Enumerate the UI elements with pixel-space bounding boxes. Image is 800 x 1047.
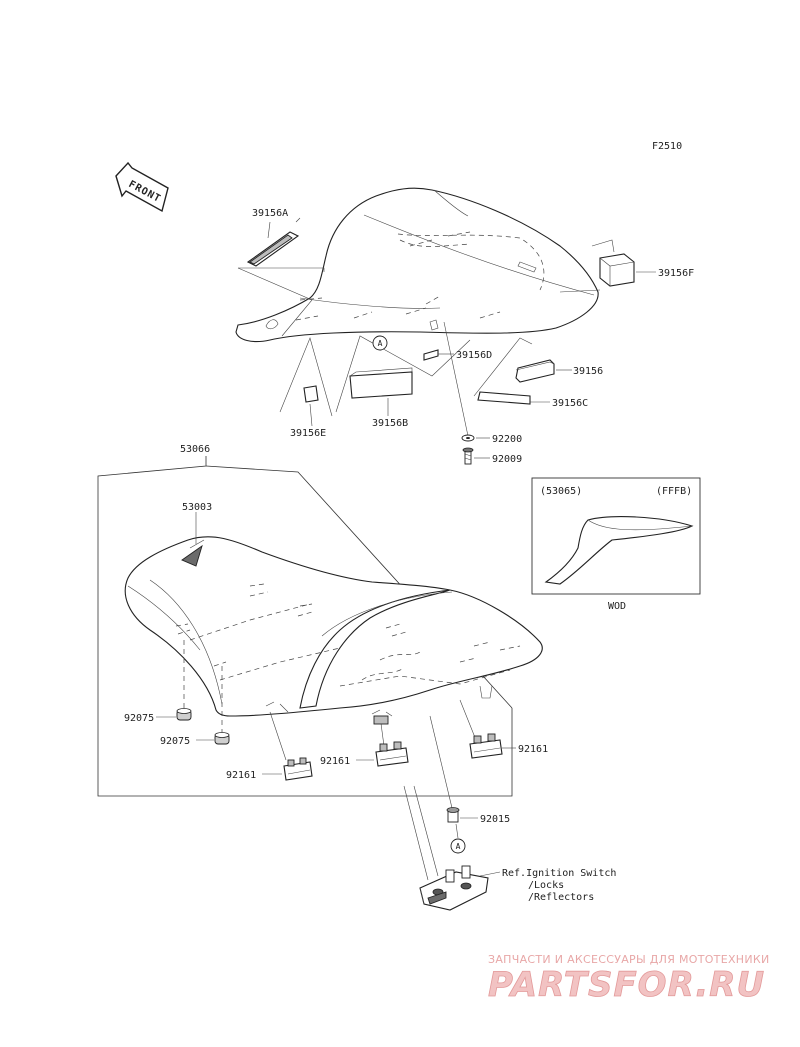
label-92009: 92009 <box>492 454 522 465</box>
svg-text:A: A <box>456 842 461 851</box>
label-39156e: 39156E <box>290 428 326 439</box>
damper-insert-center <box>373 715 389 725</box>
label-39156d: 39156D <box>456 350 492 361</box>
damper-92161-right[interactable] <box>469 733 503 759</box>
circle-a-upper: A <box>372 335 388 351</box>
collar-92015[interactable] <box>446 807 460 823</box>
inset-caption: WOD <box>608 601 626 612</box>
clip-39156d[interactable] <box>423 319 439 361</box>
label-92161-left: 92161 <box>226 770 256 781</box>
pad-39156c[interactable] <box>477 391 531 405</box>
bolt-92009[interactable] <box>462 447 474 465</box>
ref-line-3: /Reflectors <box>528 892 594 903</box>
pad-39156[interactable] <box>515 359 555 383</box>
grommet-92075-1[interactable] <box>176 708 192 721</box>
damper-92161-center[interactable] <box>375 741 409 767</box>
label-92200: 92200 <box>492 434 522 445</box>
inset-box: (53065) (FFFB) WOD <box>531 477 701 612</box>
ref-line-1: Ref.Ignition Switch <box>502 868 616 879</box>
lock-bracket[interactable] <box>419 865 489 911</box>
label-39156: 39156 <box>573 366 603 377</box>
label-39156f: 39156F <box>658 268 694 279</box>
seat-53003[interactable] <box>124 536 543 717</box>
ref-line-2: /Locks <box>528 880 564 891</box>
grommet-92075-2[interactable] <box>214 732 230 745</box>
label-39156c: 39156C <box>552 398 588 409</box>
label-39156b: 39156B <box>372 418 408 429</box>
label-92075-1: 92075 <box>124 713 154 724</box>
circle-a-lower: A <box>450 838 466 854</box>
label-53066: 53066 <box>180 444 210 455</box>
watermark-subtitle: ЗАПЧАСТИ И АКСЕССУАРЫ ДЛЯ МОТОТЕХНИКИ <box>488 953 770 966</box>
label-53003: 53003 <box>182 502 212 513</box>
front-arrow-icon: FRONT <box>115 161 169 213</box>
svg-text:A: A <box>378 339 383 348</box>
label-92015: 92015 <box>480 814 510 825</box>
seat-cover-rear[interactable] <box>235 187 599 343</box>
figure-code: F2510 <box>652 141 682 152</box>
washer-92200[interactable] <box>461 434 475 442</box>
watermark: ЗАПЧАСТИ И АКСЕССУАРЫ ДЛЯ МОТОТЕХНИКИ PA… <box>488 953 770 1005</box>
watermark-brand: PARTSFOR.RU <box>488 965 765 1005</box>
pad-39156e[interactable] <box>303 385 319 403</box>
label-92161-center: 92161 <box>320 756 350 767</box>
damper-92161-left[interactable] <box>283 757 313 781</box>
pad-39156a[interactable] <box>246 231 300 267</box>
label-92161-right: 92161 <box>518 744 548 755</box>
inset-color-code: (FFFB) <box>656 486 692 497</box>
inset-part: (53065) <box>540 486 582 497</box>
pad-39156b[interactable] <box>349 367 413 399</box>
label-39156a: 39156A <box>252 208 288 219</box>
label-92075-2: 92075 <box>160 736 190 747</box>
pad-39156f[interactable] <box>599 253 635 287</box>
